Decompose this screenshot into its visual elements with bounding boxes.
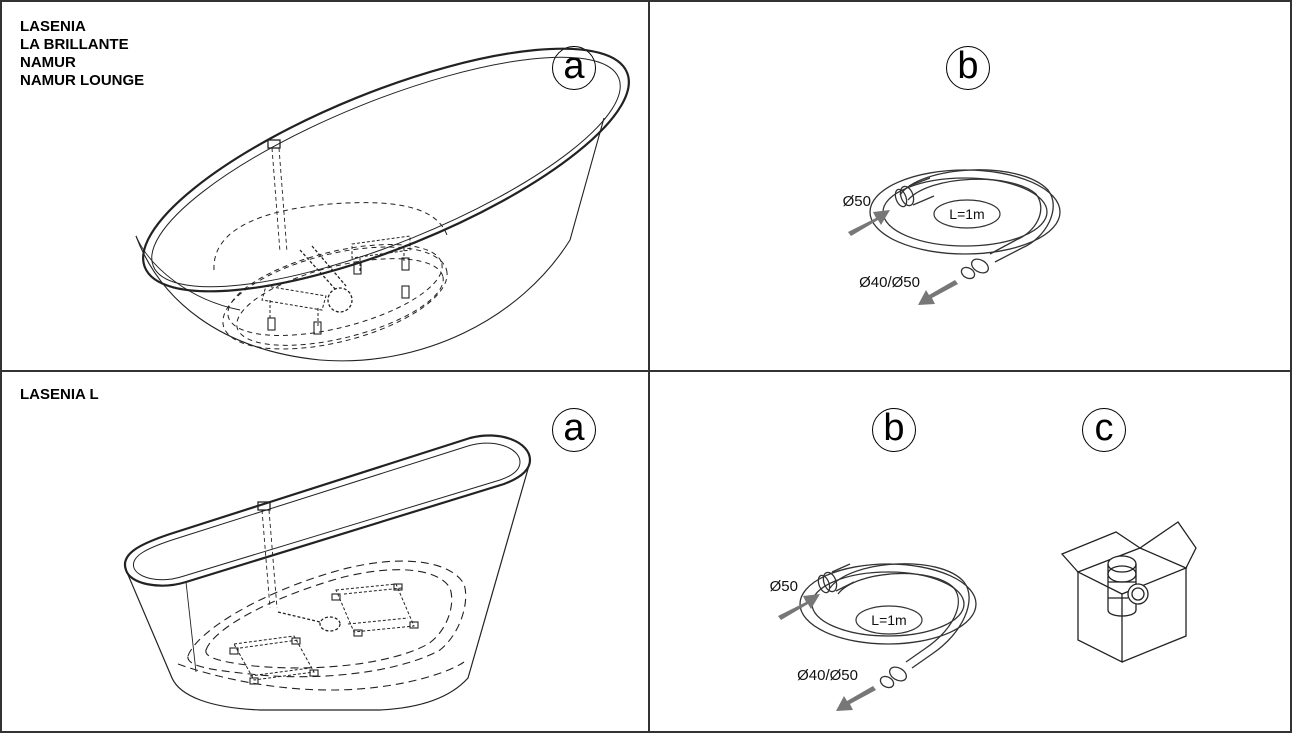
rectangular-bathtub-drawing bbox=[123, 434, 532, 711]
model-name: LASENIA L bbox=[20, 386, 99, 403]
model-name: LASENIA bbox=[20, 18, 86, 35]
oval-bathtub-drawing bbox=[135, 47, 630, 362]
frame-top bbox=[0, 0, 1292, 2]
drain-hose-drawing: Ø50 L=1m Ø40/Ø50 bbox=[770, 521, 1197, 711]
panel-bottom-right: b c Ø50 L=1m Ø40/Ø50 bbox=[650, 372, 1290, 732]
item-badge-a: a bbox=[552, 46, 596, 90]
model-name: NAMUR LOUNGE bbox=[20, 72, 145, 89]
hose-length-label: L=1m bbox=[949, 206, 984, 222]
inlet-diameter-label: Ø50 bbox=[770, 578, 798, 595]
outlet-diameter-label: Ø40/Ø50 bbox=[859, 274, 920, 291]
hose-length-label: L=1m bbox=[871, 612, 906, 628]
frame-bottom bbox=[0, 731, 1292, 733]
panel-top-left: LASENIA LA BRILLANTE NAMUR NAMUR LOUNGE … bbox=[0, 0, 648, 370]
panel-bottom-left: LASENIA L a bbox=[0, 372, 648, 732]
boxed-drain-part bbox=[1060, 521, 1197, 664]
model-name: LA BRILLANTE bbox=[20, 36, 129, 53]
panel-top-right: b bbox=[650, 0, 1290, 370]
item-badge-b: b bbox=[872, 408, 916, 452]
item-badge-b: b bbox=[946, 46, 990, 90]
item-badge-a: a bbox=[552, 408, 596, 452]
column-divider bbox=[648, 0, 650, 733]
outlet-diameter-label: Ø40/Ø50 bbox=[797, 667, 858, 684]
model-list: LASENIA LA BRILLANTE NAMUR NAMUR LOUNGE bbox=[20, 18, 144, 90]
item-badge-c: c bbox=[1082, 408, 1126, 452]
row-divider bbox=[0, 370, 1292, 372]
inlet-diameter-label: Ø50 bbox=[843, 193, 871, 210]
model-name: NAMUR bbox=[20, 54, 76, 71]
frame-right bbox=[1290, 0, 1292, 733]
drain-hose-drawing: Ø50 L=1m Ø40/Ø50 bbox=[843, 169, 1061, 305]
frame-left bbox=[0, 0, 2, 733]
